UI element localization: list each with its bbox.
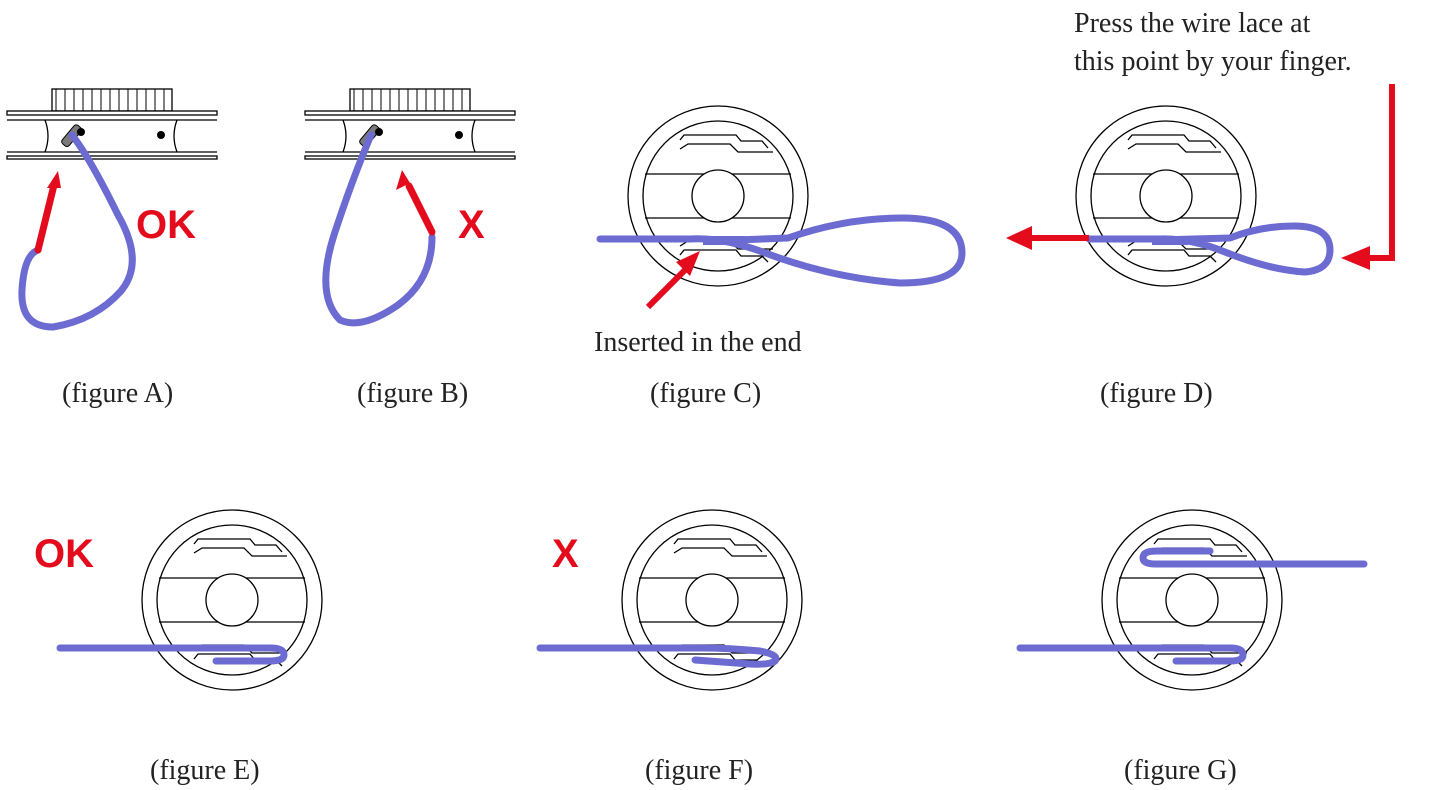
wire-lace [322,131,436,327]
insert-arrowhead [676,251,700,276]
note-press-line-1: Press the wire lace at [1074,8,1311,39]
figure-c: Inserted in the end (figure C) [594,105,966,409]
figure-f: X (figure F) [536,509,803,786]
press-arrow [1368,84,1395,261]
wire-end-slot [1152,236,1188,245]
wire-lace [56,644,288,665]
note-inserted-end: Inserted in the end [594,327,802,358]
wire-lace [1085,222,1334,276]
reel-side-view [6,88,218,160]
wire-lace [18,131,136,331]
figure-d: Press the wire lace at this point by you… [1006,8,1395,409]
x-mark: X [552,532,579,576]
wire-lace-top [1139,547,1368,568]
wire-lace-bottom [1016,644,1247,665]
caption-figure-e: (figure E) [150,755,260,786]
caption-figure-d: (figure D) [1100,378,1213,409]
x-mark: X [458,203,485,247]
insert-arrow [645,264,691,310]
wire-lace-red-section [34,181,58,254]
reel-side-view [304,88,516,160]
figure-a: OK (figure A) [6,88,218,409]
caption-figure-b: (figure B) [357,378,468,409]
wire-lace [596,214,966,287]
reel-front-view [1075,105,1257,287]
figure-g: (figure G) [1016,509,1368,786]
caption-figure-c: (figure C) [650,378,761,409]
note-press-line-2: this point by your finger. [1074,46,1352,77]
figure-e: OK (figure E) [34,509,323,786]
wire-lace [536,644,780,668]
caption-figure-g: (figure G) [1124,755,1237,786]
ok-mark: OK [34,532,94,576]
ok-mark: OK [136,203,196,247]
direction-arrow [47,171,61,188]
caption-figure-f: (figure F) [645,755,753,786]
figure-b: X (figure B) [304,88,516,409]
pull-arrowhead [1006,226,1032,250]
wire-end-slot [703,236,745,245]
wire-lace-red-section [405,182,436,236]
caption-figure-a: (figure A) [62,378,173,409]
direction-arrow [396,170,410,190]
press-arrowhead [1341,246,1370,270]
